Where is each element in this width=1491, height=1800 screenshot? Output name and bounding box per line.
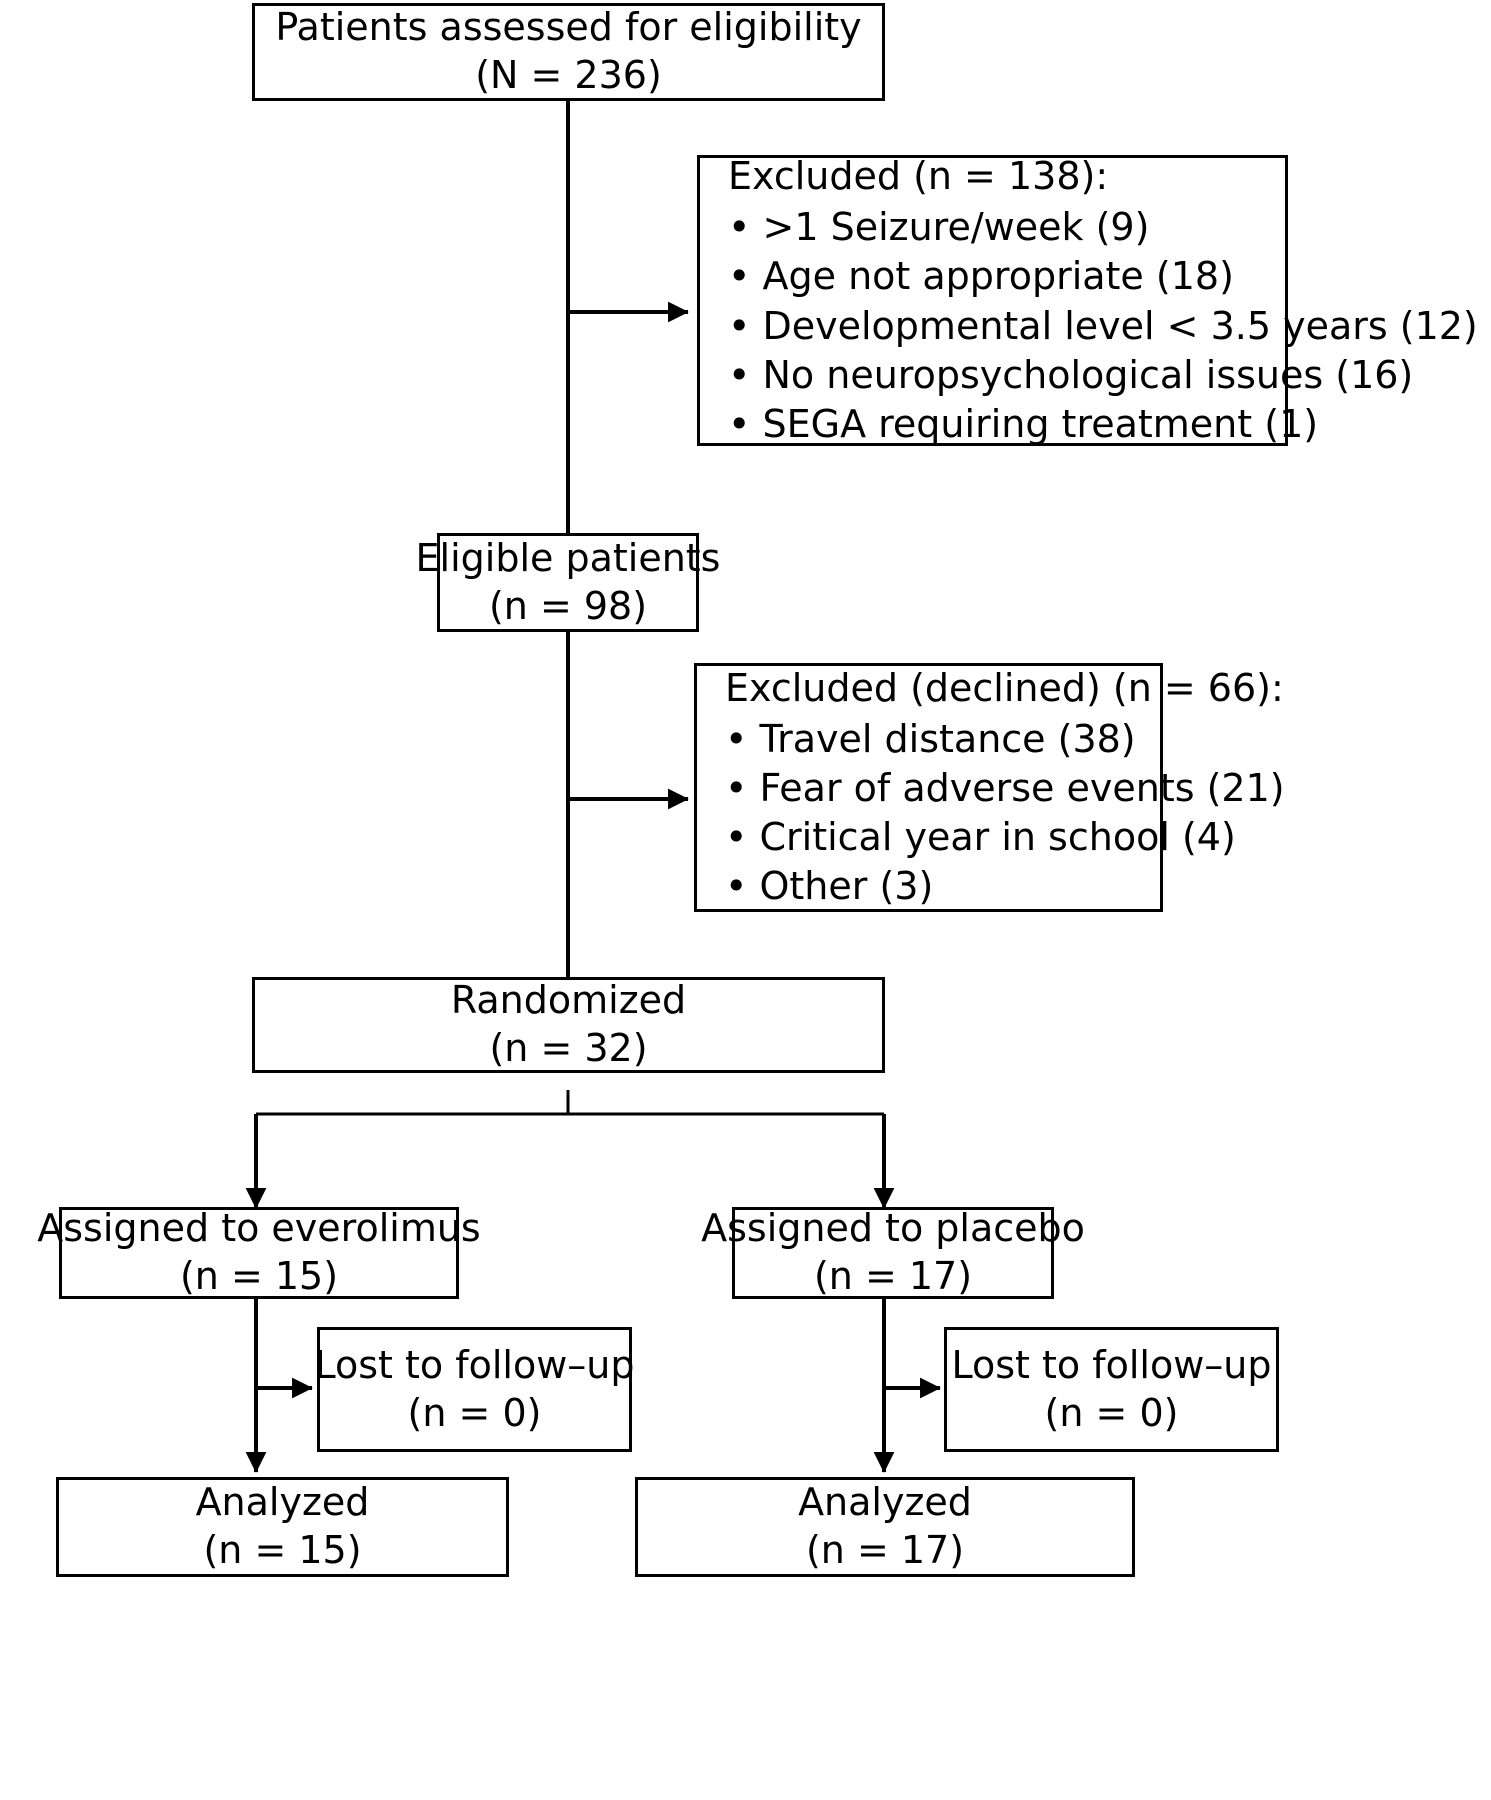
- lost-everolimus-line-1: Lost to follow–up: [314, 1342, 635, 1387]
- excluded-eligibility-item-5: • SEGA requiring treatment (1): [728, 401, 1319, 446]
- analyzed-placebo-line-2: (n = 17): [805, 1528, 965, 1572]
- excluded-eligibility-header: Excluded (n = 138):: [728, 154, 1109, 199]
- assigned-placebo-line-2: (n = 17): [813, 1254, 973, 1298]
- randomized-line-1: Randomized: [450, 978, 687, 1023]
- excluded-eligibility-item-3: • Developmental level < 3.5 years (12): [728, 303, 1478, 348]
- eligible-patients-line-1: Eligible patients: [415, 535, 721, 580]
- assigned-everolimus-line-1: Assigned to everolimus: [37, 1206, 481, 1251]
- assigned-everolimus-line-2: (n = 15): [179, 1254, 339, 1298]
- excluded-declined-list: • Travel distance (38) • Fear of adverse…: [697, 715, 1285, 911]
- analyzed-everolimus-box: Analyzed (n = 15): [56, 1477, 509, 1577]
- analyzed-everolimus-line-2: (n = 15): [203, 1528, 362, 1572]
- assigned-placebo-line-1: Assigned to placebo: [701, 1206, 1085, 1251]
- excluded-declined-item-2: • Fear of adverse events (21): [725, 766, 1285, 810]
- excluded-eligibility-item-2: • Age not appropriate (18): [728, 254, 1234, 299]
- eligible-patients-line-2: (n = 98): [488, 583, 648, 628]
- eligible-patients-box: Eligible patients (n = 98): [416, 533, 720, 632]
- randomized-box: Randomized (n = 32): [252, 977, 885, 1073]
- lost-placebo-line-2: (n = 0): [1044, 1390, 1179, 1435]
- excluded-declined-item-1: • Travel distance (38): [725, 716, 1136, 761]
- lost-to-followup-everolimus-box: Lost to follow–up (n = 0): [314, 1327, 635, 1452]
- excluded-declined-header: Excluded (declined) (n = 66):: [725, 665, 1284, 710]
- excluded-declined-item-3: • Critical year in school (4): [725, 815, 1236, 860]
- lost-everolimus-line-2: (n = 0): [407, 1390, 542, 1435]
- excluded-declined-box: Excluded (declined) (n = 66): • Travel d…: [694, 663, 1285, 912]
- patients-assessed-box: Patients assessed for eligibility (N = 2…: [252, 3, 885, 101]
- lost-to-followup-placebo-box: Lost to follow–up (n = 0): [944, 1327, 1279, 1452]
- excluded-eligibility-box: Excluded (n = 138): • >1 Seizure/week (9…: [697, 154, 1478, 448]
- analyzed-placebo-line-1: Analyzed: [798, 1480, 972, 1525]
- excluded-eligibility-item-4: • No neuropsychological issues (16): [728, 352, 1414, 397]
- patients-assessed-line-2: (N = 236): [475, 53, 662, 97]
- analyzed-placebo-box: Analyzed (n = 17): [635, 1477, 1135, 1577]
- analyzed-everolimus-line-1: Analyzed: [195, 1480, 370, 1525]
- excluded-eligibility-list: • >1 Seizure/week (9) • Age not appropri…: [700, 203, 1478, 448]
- lost-placebo-line-1: Lost to follow–up: [951, 1342, 1272, 1387]
- assigned-everolimus-box: Assigned to everolimus (n = 15): [37, 1206, 481, 1299]
- excluded-declined-item-4: • Other (3): [725, 864, 934, 909]
- randomized-line-2: (n = 32): [489, 1026, 648, 1070]
- excluded-eligibility-item-1: • >1 Seizure/week (9): [728, 205, 1150, 250]
- assigned-placebo-box: Assigned to placebo (n = 17): [701, 1206, 1085, 1299]
- patients-assessed-line-1: Patients assessed for eligibility: [275, 5, 862, 50]
